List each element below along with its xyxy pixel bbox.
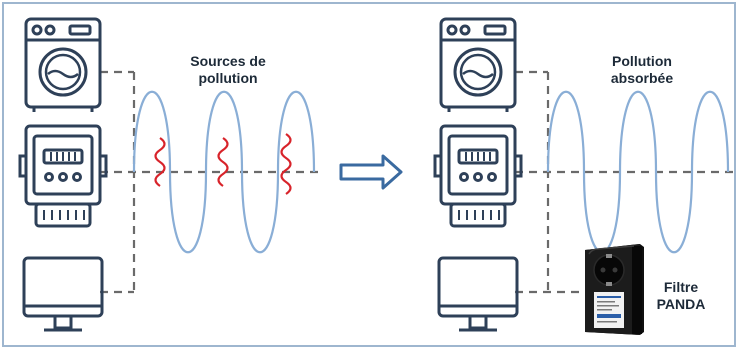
washing-machine-icon [439,17,517,112]
right-label-line2: absorbée [610,70,674,86]
washing-machine-icon [24,17,102,112]
left-dashed-lines [100,70,322,294]
right-label-line1: Pollution [612,53,672,69]
right-dashed-lines [515,70,735,294]
filter-label: Filtre PANDA [646,279,716,313]
right-panel [433,17,735,335]
noise-mark [217,137,229,187]
noise-mark [154,137,166,187]
left-panel-label: Sources de pollution [168,53,288,87]
left-label-line1: Sources de [190,53,266,69]
monitor-icon [437,256,519,332]
filter-label-line1: Filtre [663,279,699,295]
panda-filter-device [585,244,644,335]
left-label-line2: pollution [198,70,258,86]
right-sine-wave [546,90,730,254]
pollution-noise-marks [154,133,292,195]
electricity-meter-icon [433,124,523,228]
filter-label-line2: PANDA [656,296,706,312]
arrow-icon [339,154,403,190]
electricity-meter-icon [18,124,108,228]
noise-mark [280,133,292,195]
right-panel-label: Pollution absorbée [582,53,702,87]
monitor-icon [22,256,104,332]
left-panel [18,17,322,332]
left-sine-wave [132,90,316,254]
